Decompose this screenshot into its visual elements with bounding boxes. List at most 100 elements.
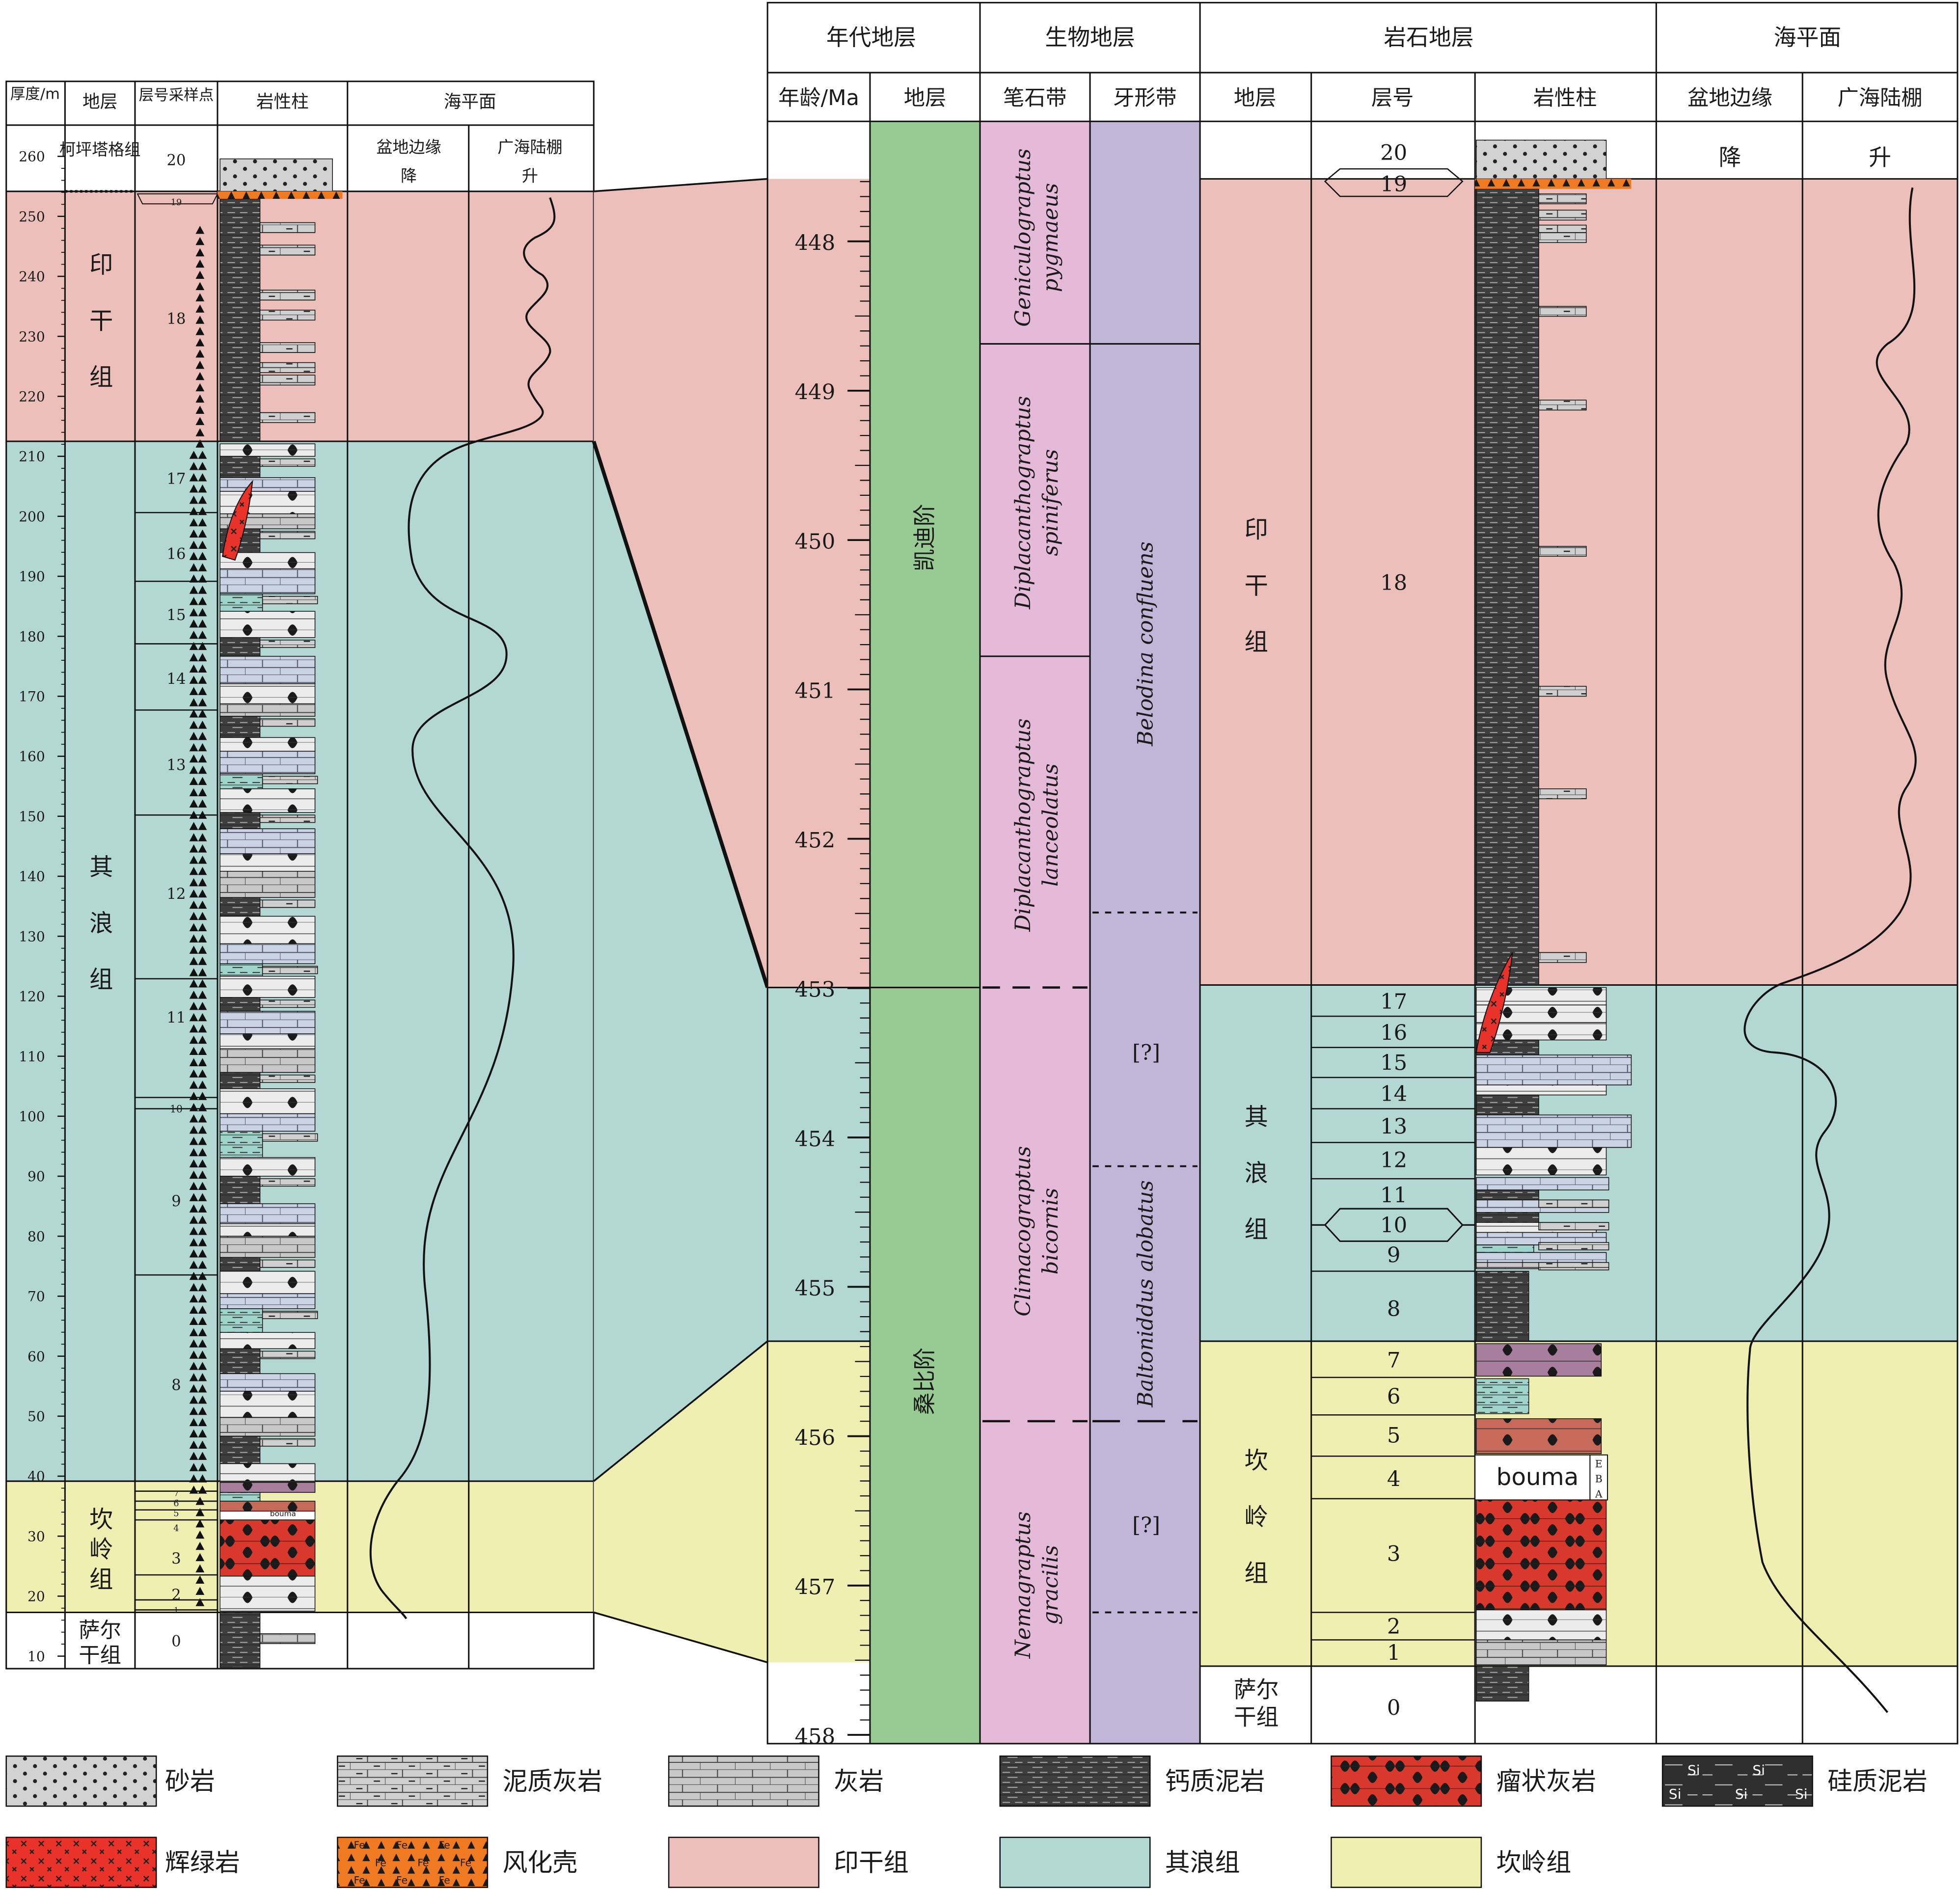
sample-triangle: [189, 630, 198, 639]
left-layer-number: 16: [167, 545, 186, 563]
qilang-bed: [219, 716, 261, 738]
sample-triangle: [195, 394, 205, 403]
sample-triangle: [195, 417, 205, 425]
left-layer-number: 4: [173, 1523, 179, 1534]
sample-triangle: [198, 810, 207, 819]
marly-limestone-ledge: [259, 362, 316, 373]
fe-symbol-3: Fe: [439, 1839, 450, 1851]
legend-label-siliceous-mudstone: 硅质泥岩: [1827, 1767, 1928, 1796]
conodont-zone-unknown-2: [?]: [1132, 1513, 1160, 1538]
sample-triangle: [195, 1598, 205, 1606]
fe-symbol-2: Fe: [396, 1839, 408, 1851]
right-fall-label: 降: [1719, 144, 1742, 170]
sample-triangle: [189, 721, 198, 729]
sample-triangle: [189, 687, 198, 695]
right-layer-number: 5: [1387, 1423, 1401, 1448]
sample-triangle: [189, 1452, 198, 1460]
left-layer-number: 5: [173, 1508, 179, 1518]
right-rise-label: 升: [1869, 144, 1891, 170]
left-formation-keping: 柯坪塔格组: [59, 140, 140, 159]
right-layer-number: 2: [1387, 1615, 1401, 1639]
marly-limestone-ledge: [1538, 546, 1587, 557]
qilang-bed: [219, 963, 263, 977]
age-tick-label: 449: [795, 380, 836, 405]
sample-triangle: [189, 1260, 198, 1269]
brick-nodular-bed: [219, 1501, 316, 1512]
sample-triangle: [195, 293, 205, 301]
sample-triangle: [198, 1328, 207, 1336]
marly-limestone-ledge: [259, 309, 316, 321]
sample-triangle: [198, 495, 207, 504]
sample-triangle: [198, 743, 207, 752]
depth-tick-label: 90: [27, 1168, 45, 1185]
depth-tick-label: 110: [19, 1049, 45, 1065]
sample-triangle: [198, 1215, 207, 1224]
sample-triangle: [198, 1103, 207, 1111]
left-formation-kanling: 坎岭组: [89, 1506, 113, 1593]
sample-triangle: [189, 1136, 198, 1145]
right-layer-number: 1: [1387, 1641, 1401, 1665]
left-layer-number: 12: [167, 886, 186, 903]
sample-triangle: [198, 1069, 207, 1078]
si-symbol-1: Si: [1688, 1762, 1700, 1778]
qilang-bed: [219, 552, 316, 569]
sample-triangle: [189, 822, 198, 830]
sample-triangle: [198, 1395, 207, 1404]
qilang-bed: [219, 897, 261, 917]
sample-triangle: [198, 822, 207, 830]
qilang-bed: [219, 1088, 316, 1114]
right-formation-saergan: 萨尔干组: [1234, 1676, 1279, 1730]
qilang-bed: [219, 751, 316, 774]
marly-limestone-ledge: [1538, 400, 1587, 411]
sample-triangle: [198, 1170, 207, 1179]
sample-triangle: [198, 1317, 207, 1325]
sample-triangle: [189, 1406, 198, 1415]
qilang-bed: [219, 812, 261, 829]
qilang-bed: [219, 1033, 316, 1050]
sample-triangle: [198, 1384, 207, 1393]
sample-triangle: [198, 799, 207, 808]
depth-tick-label: 10: [27, 1648, 45, 1665]
sample-triangle: [189, 855, 198, 864]
qilang-bed: [219, 703, 316, 717]
sample-triangle: [189, 1182, 198, 1190]
qilang-bed: [219, 1308, 263, 1333]
sample-triangle: [198, 754, 207, 763]
sample-triangle: [198, 1362, 207, 1370]
left-depth-axis: 2602502402302202102001901801701601501401…: [19, 149, 65, 1665]
sample-triangle: [198, 473, 207, 482]
sample-triangle: [198, 855, 207, 864]
right-layer-number: 17: [1380, 990, 1407, 1014]
sample-triangle: [198, 1283, 207, 1292]
sample-triangle: [198, 1092, 207, 1100]
age-tick-label: 455: [795, 1276, 836, 1301]
limestone-bed: [219, 1575, 316, 1612]
right-layer-number: 11: [1380, 1183, 1407, 1208]
depth-tick-label: 70: [27, 1289, 45, 1305]
sample-triangle: [195, 1508, 205, 1516]
left-formation-yingan-label: 印干组: [89, 251, 113, 391]
sample-triangle: [189, 596, 198, 605]
sample-triangle: [198, 912, 207, 920]
sample-triangle: [189, 664, 198, 673]
qilang-bed: [219, 1293, 316, 1309]
qilang-bed: [219, 853, 316, 872]
header-conodont: 牙形带: [1113, 86, 1177, 110]
marly-limestone-ledge: [259, 531, 316, 540]
qilang-bed: [219, 1048, 316, 1073]
sample-triangle: [198, 675, 207, 684]
depth-tick-label: 150: [19, 809, 45, 825]
right-diabase-intrusion: [1475, 952, 1513, 1053]
left-layer-number: 9: [171, 1193, 181, 1210]
left-header-sea: 海平面: [444, 92, 496, 112]
sample-triangle: [189, 552, 198, 560]
age-tick-label: 448: [795, 231, 836, 255]
sample-triangle: [198, 1125, 207, 1134]
fe-symbol-7: Fe: [354, 1874, 365, 1886]
sample-triangle: [189, 743, 198, 752]
marly-limestone-ledge: [262, 595, 318, 604]
sample-triangle: [198, 866, 207, 875]
